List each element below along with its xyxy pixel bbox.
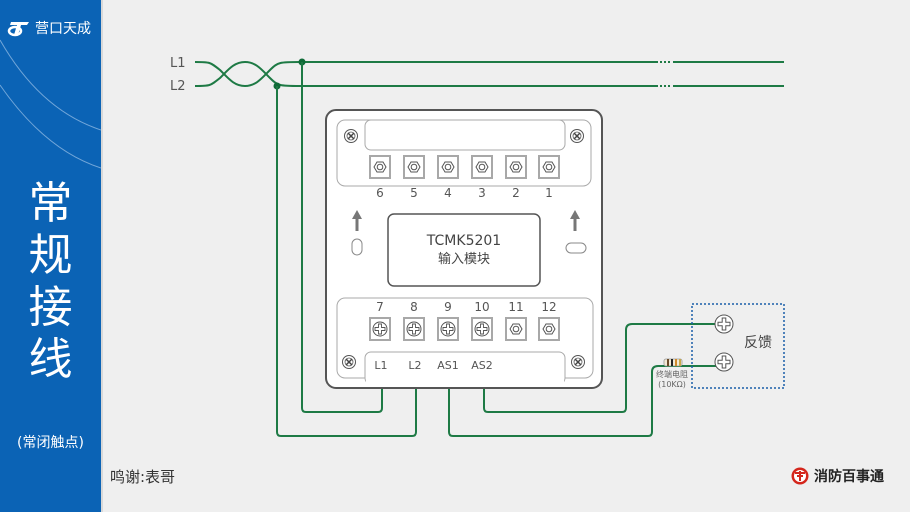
- mount-screw-icon: [570, 354, 586, 370]
- feedback-terminal: [714, 352, 734, 372]
- mount-screw-icon: [341, 354, 357, 370]
- terminal-9: [437, 317, 459, 341]
- top-label-strip: [364, 119, 566, 151]
- terminal-number: 6: [376, 186, 384, 200]
- mount-slot: [351, 238, 363, 256]
- brand-name: 营口天成: [35, 21, 91, 37]
- terminal-number: 11: [508, 300, 523, 314]
- mount-screw-icon: [569, 128, 585, 144]
- terminal-label-as2: AS2: [471, 359, 493, 372]
- strip-cover: [366, 378, 564, 386]
- terminal-6: [369, 155, 391, 179]
- terminal-number: 2: [512, 186, 520, 200]
- page-title: 常 规 接 线: [0, 178, 101, 386]
- page-subtitle: (常闭触点): [17, 435, 84, 451]
- up-arrow-icon: [352, 210, 362, 231]
- terminal-number: 8: [410, 300, 418, 314]
- credits-text: 鸣谢:表哥: [110, 468, 176, 486]
- sidebar-edge: [101, 0, 103, 512]
- terminal-8: [403, 317, 425, 341]
- terminal-number: 12: [541, 300, 556, 314]
- resistor-icon: [663, 358, 683, 367]
- terminal-number: 10: [474, 300, 489, 314]
- title-char: 常: [28, 178, 73, 229]
- terminal-number: 5: [410, 186, 418, 200]
- terminal-4: [437, 155, 459, 179]
- feedback-label: 反馈: [744, 335, 772, 351]
- feedback-device-box: [691, 303, 785, 389]
- terminal-3: [471, 155, 493, 179]
- terminal-number: 1: [545, 186, 553, 200]
- terminal-number: 4: [444, 186, 452, 200]
- terminal-number: 7: [376, 300, 384, 314]
- feedback-terminal: [714, 314, 734, 334]
- terminal-label-as1: AS1: [437, 359, 459, 372]
- resistor-value: (10KΩ): [658, 380, 686, 389]
- terminal-10: [471, 317, 493, 341]
- sidebar: 营口天成 常 规 接 线 (常闭触点): [0, 0, 101, 512]
- tc-logo-icon: [7, 22, 29, 37]
- module-label-box: [387, 213, 541, 287]
- module-wires: [276, 62, 716, 437]
- terminal-label-l1: L1: [374, 359, 387, 372]
- resistor-label: 终端电阻: [656, 369, 688, 379]
- fire-logo-icon: [791, 467, 809, 485]
- terminal-number: 3: [478, 186, 486, 200]
- footer-logo: 消防百事通: [790, 466, 884, 486]
- brand: 营口天成: [7, 18, 91, 38]
- terminal-2: [505, 155, 527, 179]
- title-char: 规: [28, 230, 73, 281]
- terminal-label-l2: L2: [408, 359, 421, 372]
- bus-label-l1: L1: [170, 56, 186, 71]
- bus-label-l2: L2: [170, 79, 186, 94]
- terminal-1: [538, 155, 560, 179]
- module-model: TCMK5201: [426, 233, 501, 249]
- twisted-bus: [194, 60, 301, 88]
- terminal-11: [505, 317, 527, 341]
- terminal-7: [369, 317, 391, 341]
- bus-lines: [300, 61, 784, 87]
- module-name: 输入模块: [438, 251, 490, 267]
- up-arrow-icon: [570, 210, 580, 231]
- decorative-arcs: [0, 39, 101, 169]
- title-char: 接: [28, 282, 73, 333]
- title-char: 线: [28, 334, 73, 385]
- mount-screw-icon: [343, 128, 359, 144]
- terminal-5: [403, 155, 425, 179]
- terminal-12: [538, 317, 560, 341]
- footer-logo-text: 消防百事通: [814, 469, 884, 485]
- terminal-number: 9: [444, 300, 452, 314]
- mount-slot: [565, 242, 587, 254]
